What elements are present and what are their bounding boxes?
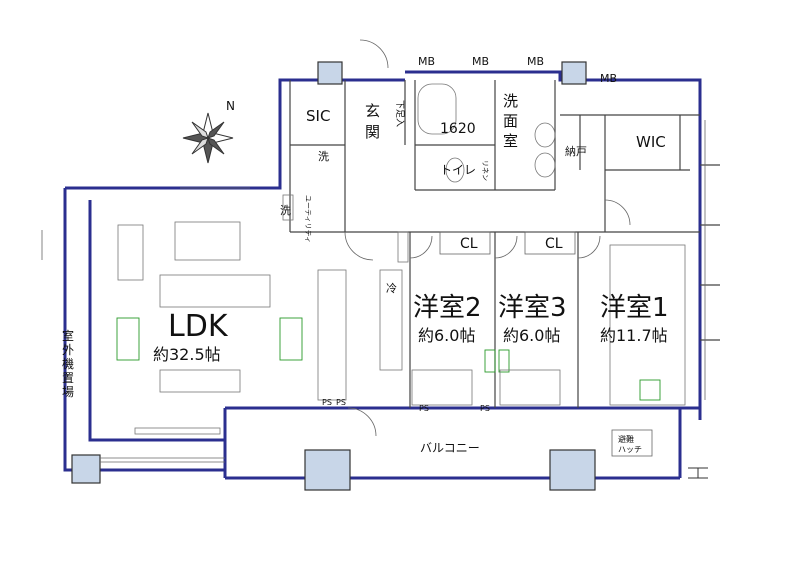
entrance-label-1: 玄: [365, 102, 380, 120]
compass-north-label: N: [226, 99, 235, 113]
entrance-label-2: 関: [365, 123, 380, 141]
fridge-label: 冷: [386, 282, 397, 295]
room-3-size: 約6.0帖: [503, 326, 560, 345]
laundry-label-2: 洗: [280, 204, 291, 217]
room-3-name: 洋室3: [498, 293, 567, 323]
ldk-furniture: [116, 194, 661, 435]
hatch-label-1: 避難: [618, 434, 634, 444]
utility-label: ユーティリティ: [304, 195, 312, 243]
mb-label-4: MB: [600, 72, 617, 85]
room-2-name: 洋室2: [413, 293, 482, 323]
marker-symbol-icon: [688, 467, 708, 479]
hatch-label-2: ハッチ: [618, 445, 642, 454]
svg-text:室: 室: [62, 328, 74, 343]
structural-columns: [71, 61, 596, 491]
balcony-label: バルコニー: [420, 441, 480, 455]
outdoor-unit-label: 室 外 機 置 場: [62, 328, 74, 399]
cl-label-2: CL: [460, 236, 478, 252]
toilet-label: トイレ: [440, 163, 476, 177]
doors: [344, 39, 631, 437]
ps-label-1: PS: [322, 398, 332, 407]
laundry-label-1: 洗: [318, 150, 329, 163]
ps-label-3: PS: [419, 404, 429, 413]
washroom-label-1: 洗: [503, 92, 518, 110]
shoe-cabinet-label: 下足入: [394, 100, 405, 127]
interior-walls: [289, 80, 700, 408]
svg-text:外: 外: [62, 343, 74, 357]
wic-label: WIC: [636, 133, 666, 151]
bathtub: [417, 83, 556, 183]
washroom-label-2: 面: [503, 112, 518, 130]
ldk-size: 約32.5帖: [153, 345, 221, 364]
mb-label-3: MB: [527, 55, 544, 68]
cl-label-3: CL: [545, 236, 563, 252]
windows: [41, 120, 706, 463]
beds: [411, 244, 686, 406]
room-1-size: 約11.7帖: [600, 326, 668, 345]
ldk-name: LDK: [168, 309, 229, 344]
ps-label-4: PS: [480, 404, 490, 413]
mb-label-2: MB: [472, 55, 489, 68]
room-1-name: 洋室1: [600, 293, 669, 323]
svg-text:場: 場: [62, 385, 74, 399]
ps-label-2: PS: [336, 398, 346, 407]
room-2-size: 約6.0帖: [418, 326, 475, 345]
linen-label: リネン: [481, 160, 489, 181]
sic-label: SIC: [306, 107, 330, 125]
svg-text:機: 機: [62, 356, 74, 371]
bath-label: 1620: [440, 121, 476, 137]
mb-label-1: MB: [418, 55, 435, 68]
svg-text:置: 置: [62, 371, 74, 385]
washroom-label-3: 室: [503, 132, 518, 150]
compass-rose-icon: [182, 112, 234, 164]
storage-label: 納戸: [565, 145, 587, 158]
